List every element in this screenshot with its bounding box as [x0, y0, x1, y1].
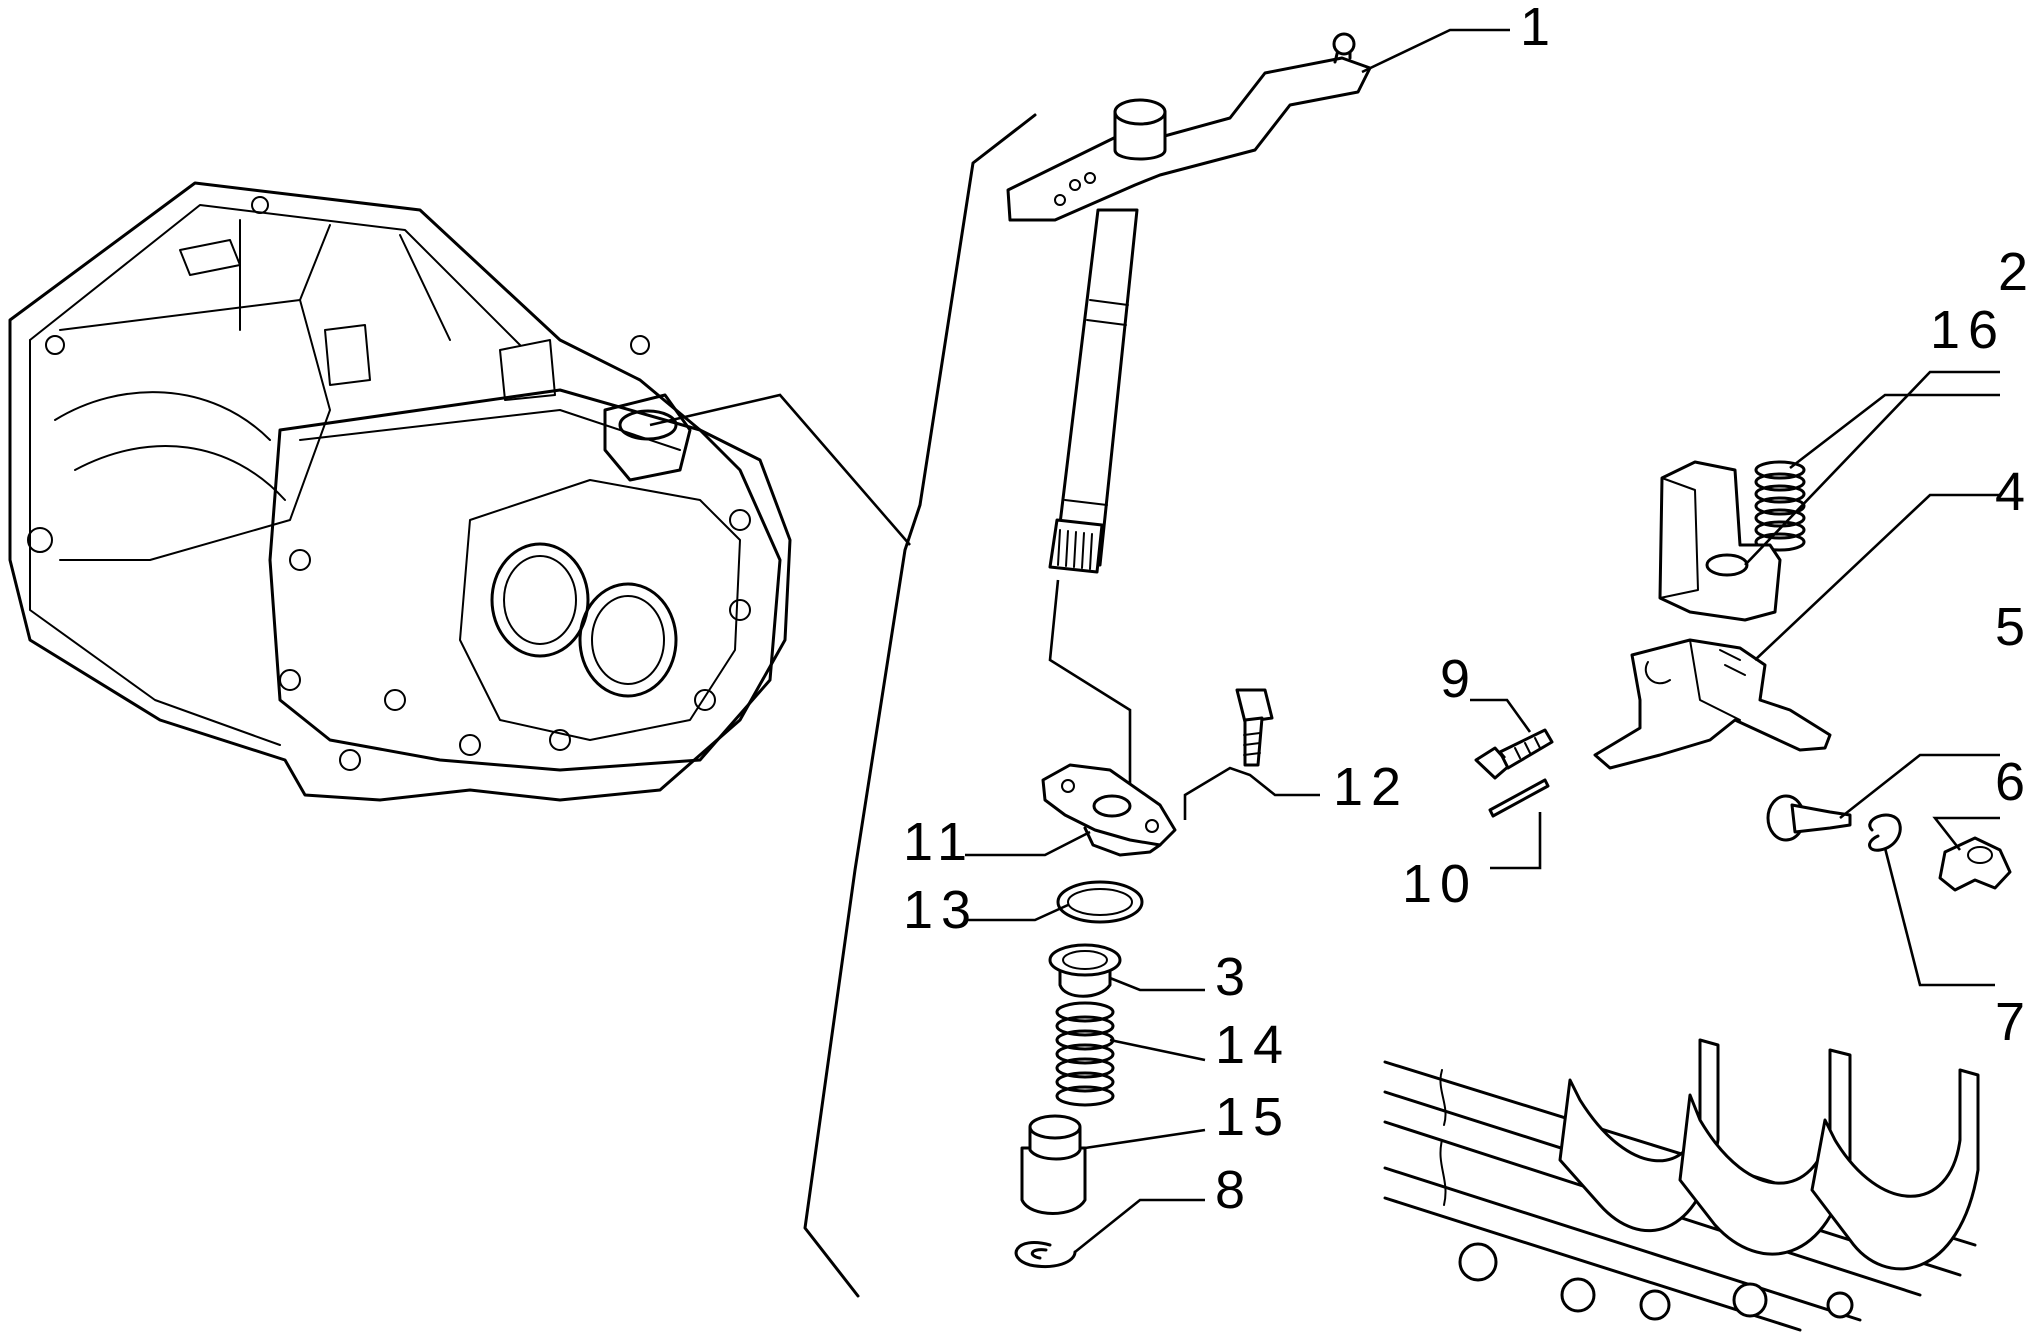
- housing-pointer-line: [649, 393, 911, 546]
- callout-16: 16: [1930, 300, 2006, 360]
- part-1-selector-shaft-lever: [1006, 32, 1372, 574]
- part-13-o-ring: [1056, 880, 1144, 924]
- callout-13: 13: [903, 880, 979, 940]
- part-7-clip: [1868, 813, 1902, 852]
- callout-4: 4: [1995, 462, 2026, 522]
- part-10-pin: [1488, 778, 1550, 818]
- callout-11: 11: [903, 812, 975, 872]
- callout-1: 1: [1520, 0, 1558, 57]
- part-11-flange: [1041, 763, 1177, 857]
- callout-7: 7: [1995, 992, 2026, 1052]
- part-14-spring: [1055, 1001, 1115, 1107]
- part-4-selector-finger: [1593, 638, 1832, 770]
- callout-9: 9: [1440, 649, 1478, 709]
- callout-15: 15: [1215, 1087, 1291, 1147]
- part-12-bolt: [1235, 688, 1274, 767]
- part-3-bushing: [1048, 943, 1122, 998]
- part-8-circlip: [1014, 1241, 1077, 1268]
- gearbox-housing: [8, 181, 792, 802]
- callout-8: 8: [1215, 1160, 1253, 1220]
- callout-6: 6: [1995, 752, 2026, 812]
- part-2-spring: [1754, 460, 1806, 552]
- part-15-sleeve: [1020, 1114, 1087, 1215]
- callout-2: 2: [1998, 242, 2026, 302]
- callout-14: 14: [1215, 1015, 1291, 1075]
- part-16-bracket: [1658, 460, 1782, 622]
- leader-lines: [965, 28, 2000, 1254]
- callout-labels: 1 2 16 4 5 6 7 9 10 12 11 13 3 14 15 8: [903, 0, 2026, 1220]
- part-9-bolt: [1474, 728, 1554, 780]
- callout-12: 12: [1333, 757, 1409, 817]
- part-5-plunger: [1766, 794, 1852, 842]
- callout-5: 5: [1995, 597, 2026, 657]
- section-boundary-line: [803, 113, 1037, 1298]
- callout-10: 10: [1402, 854, 1478, 914]
- part-6-cap: [1938, 836, 2012, 892]
- callout-3: 3: [1215, 947, 1253, 1007]
- selector-forks-assembly: [1383, 1038, 1980, 1332]
